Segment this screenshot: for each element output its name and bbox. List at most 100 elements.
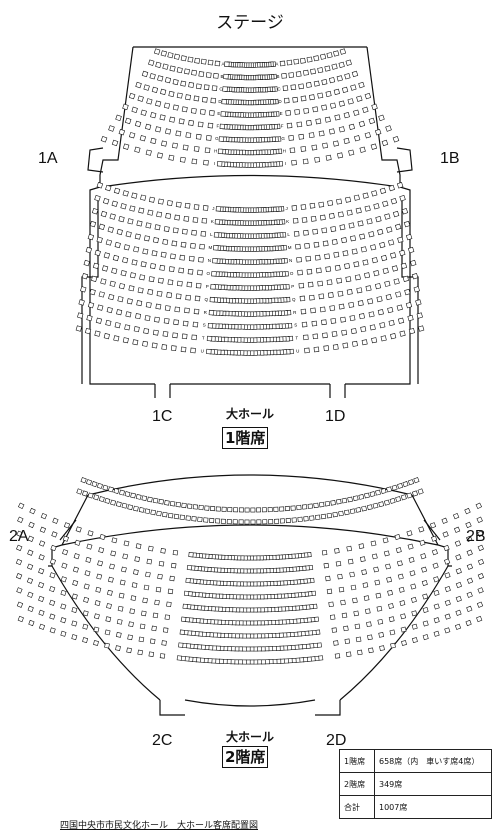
seat [85, 479, 93, 486]
seat [97, 304, 104, 311]
seat [357, 649, 363, 656]
seat [185, 132, 192, 139]
seat [190, 107, 197, 114]
seat [206, 135, 212, 141]
seat [307, 503, 313, 509]
seat [194, 295, 201, 302]
seat [17, 516, 24, 523]
seat [197, 516, 203, 523]
seat [49, 558, 56, 565]
seat [421, 566, 428, 573]
seat [466, 535, 473, 542]
row-letter: U [296, 349, 299, 354]
seat [353, 194, 360, 201]
seat [382, 200, 389, 207]
seat [320, 513, 327, 520]
seat [60, 576, 67, 583]
seat [205, 72, 212, 78]
seat [213, 245, 219, 251]
seat [91, 481, 98, 488]
seat [397, 317, 405, 324]
seat [417, 325, 425, 332]
seat [155, 61, 162, 69]
seat [49, 572, 56, 579]
seat [210, 505, 216, 512]
seat [117, 605, 124, 612]
seat [374, 128, 382, 136]
seat [394, 223, 402, 231]
seat [85, 246, 93, 254]
seat [116, 228, 123, 236]
seat [190, 243, 196, 249]
seat [139, 623, 146, 630]
seat [309, 294, 315, 301]
seat-summary-table: 1階席 658席（内 車いす席4席） 2階席 349席 合計 1007席 [339, 749, 492, 819]
seat [147, 496, 153, 503]
seat [400, 626, 407, 633]
seat [105, 184, 112, 192]
seat [145, 222, 152, 229]
seat [200, 58, 207, 65]
row-letter: P [206, 284, 209, 289]
seat [336, 198, 343, 205]
seat [125, 231, 132, 238]
seat [211, 85, 218, 91]
seat [154, 224, 161, 231]
seat [323, 345, 330, 351]
seat [118, 592, 125, 599]
seat [148, 276, 155, 283]
seat [300, 146, 307, 152]
seat [188, 120, 194, 126]
seat [313, 502, 319, 509]
seat [133, 505, 139, 512]
seat [326, 52, 333, 59]
seat [341, 612, 348, 619]
seat [106, 589, 113, 596]
seat [158, 498, 165, 505]
seat [350, 235, 357, 242]
seat [336, 75, 343, 82]
seat [368, 647, 374, 654]
seat [296, 256, 302, 263]
seat [135, 543, 142, 549]
row-letter: F [281, 124, 284, 129]
seat [93, 494, 100, 501]
summary-row-label: 2階席 [339, 772, 375, 796]
seat [379, 241, 386, 249]
seat [442, 531, 449, 538]
seat [108, 293, 115, 301]
seat [171, 142, 178, 149]
seat [359, 146, 366, 153]
seat [173, 513, 180, 520]
seat [380, 488, 387, 494]
seat [293, 58, 300, 65]
row-letter: H [283, 149, 286, 154]
seat [359, 556, 366, 562]
seat [60, 617, 67, 624]
seat [92, 262, 100, 270]
seat [466, 591, 473, 598]
seat [124, 491, 131, 498]
seat [318, 501, 325, 508]
seat [172, 549, 179, 556]
seat [338, 510, 344, 517]
seat [322, 142, 329, 149]
seat [347, 496, 353, 503]
seat [122, 190, 129, 197]
seat [166, 292, 173, 298]
seat [198, 71, 205, 77]
seat [49, 627, 56, 634]
seat [220, 111, 226, 117]
seat [135, 313, 142, 320]
seat [312, 106, 319, 113]
seat [306, 56, 313, 63]
seat [421, 579, 428, 587]
seat [395, 547, 402, 554]
seat [431, 535, 438, 542]
seat [333, 88, 340, 95]
seat [355, 636, 362, 643]
seat [342, 250, 349, 257]
seat [145, 123, 152, 130]
seat [256, 519, 262, 525]
seat [122, 143, 130, 150]
